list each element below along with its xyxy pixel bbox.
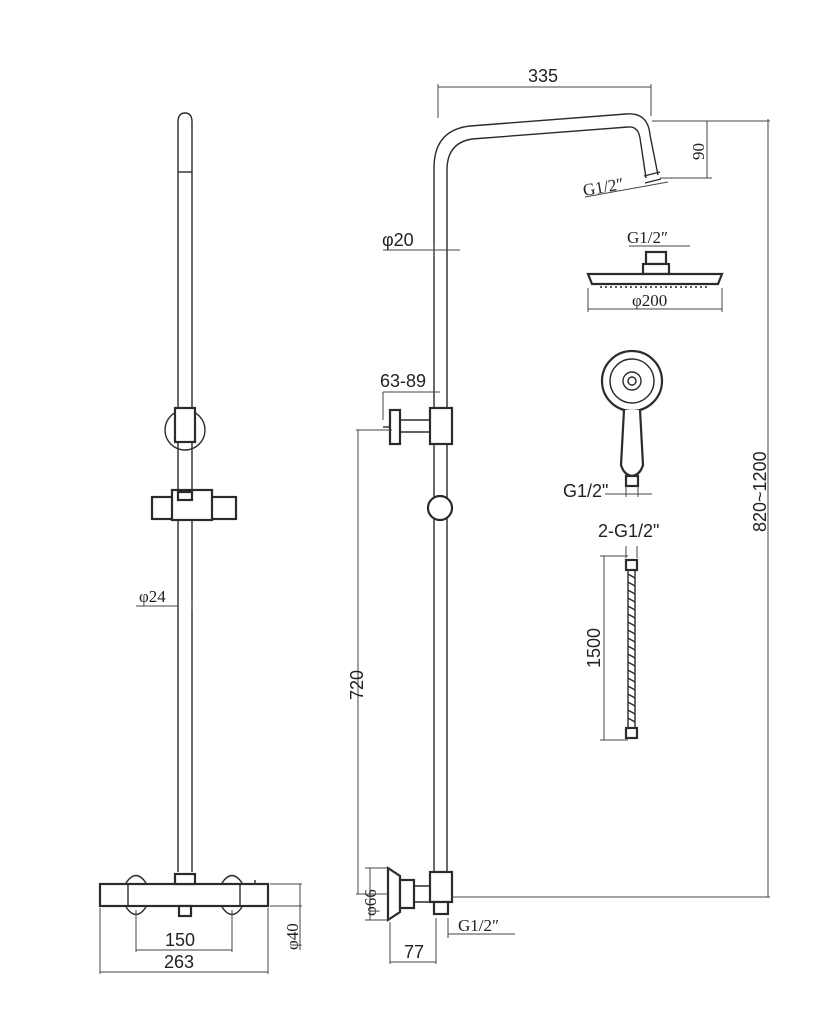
overall-height-label: 820~1200 [750,451,770,532]
shower-hose: 2-G1/2" 1500 [584,521,659,741]
hand-shower-thread-label: G1/2" [563,481,608,501]
hand-shower: G1/2" [563,349,664,501]
pipe-diameter-label: φ20 [382,230,414,250]
side-view: 335 90 G1/2″ φ20 63-89 720 820~1200 φ66 [347,66,770,964]
inlet-thread-label: G1/2″ [458,916,499,935]
wall-bracket-side [383,406,454,446]
overhead-shower: G1/2″ φ200 [586,228,724,312]
shower-rail [177,112,193,872]
slider-knob [426,494,454,522]
hose-length-label: 1500 [584,628,604,668]
slider-holder [150,488,238,522]
valve-width-label: 263 [164,952,194,972]
rail-diameter-label: φ24 [139,587,166,606]
arm-reach-label: 335 [528,66,558,86]
bracket-height-label: 720 [347,670,367,700]
overhead-diameter-label: φ200 [632,291,667,310]
inlet-diameter-label: φ66 [361,889,380,916]
valve-diameter-label: φ40 [283,923,302,950]
front-view: φ24 150 263 φ40 [98,112,302,974]
wall-offset-label: 77 [404,942,424,962]
bracket-range-label: 63-89 [380,371,426,391]
overhead-thread-label: G1/2″ [627,228,668,247]
arm-drop-label: 90 [689,143,708,160]
hose-thread-label: 2-G1/2" [598,521,659,541]
riser-pipe [433,113,659,882]
valve-center-distance-label: 150 [165,930,195,950]
wall-inlet [386,865,454,923]
arm-thread-label: G1/2″ [581,174,625,200]
thermostatic-valve [98,872,270,918]
